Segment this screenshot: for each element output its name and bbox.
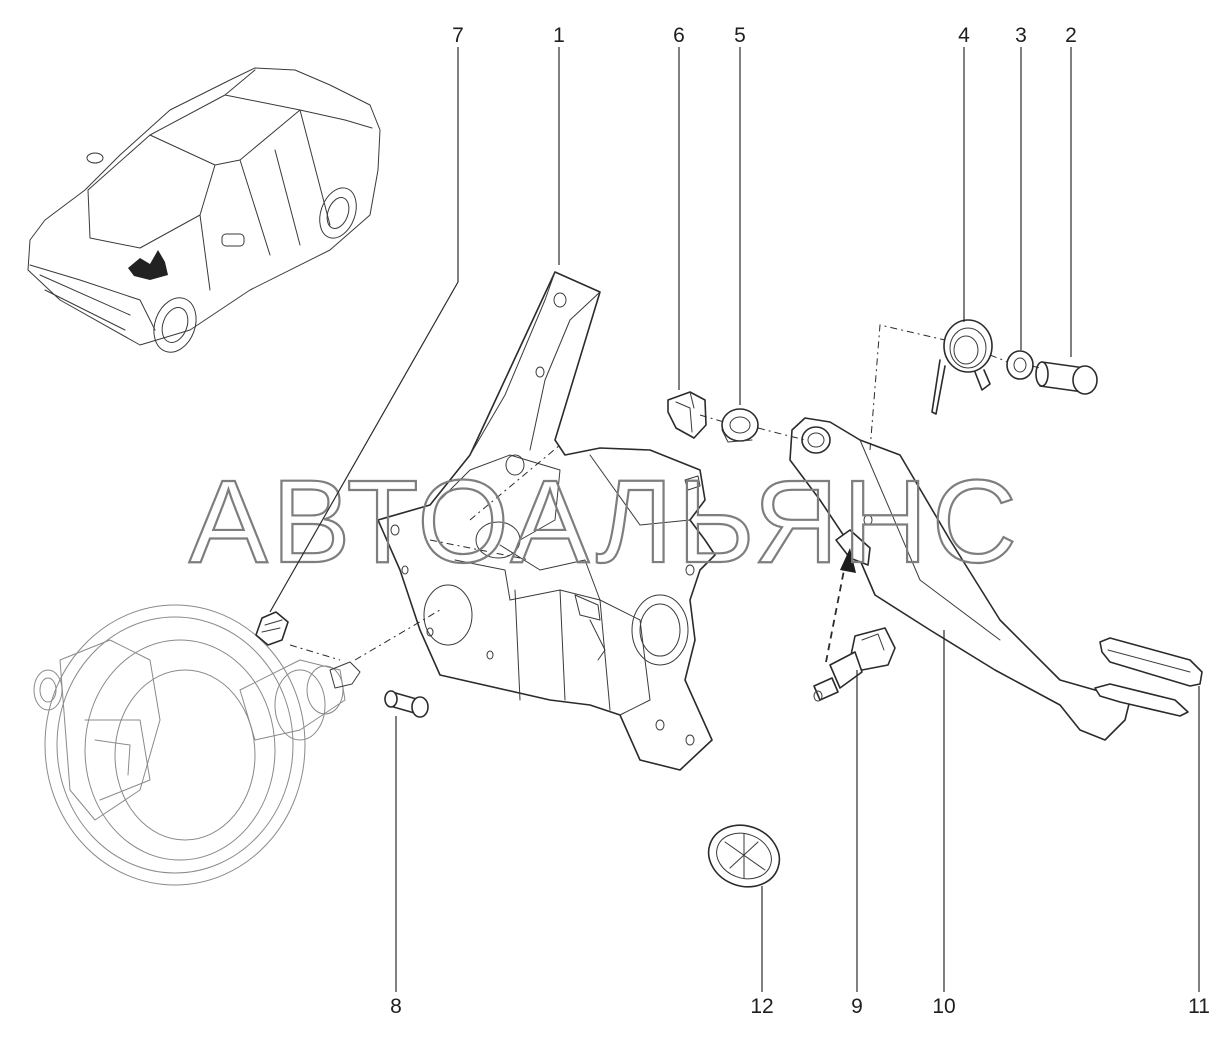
callout-10: 10	[932, 995, 955, 1018]
part-12-plug	[707, 824, 781, 888]
part-10-pedal-lever	[789, 417, 1131, 741]
assembly-lines	[289, 324, 1041, 663]
callout-8: 8	[390, 995, 402, 1018]
callout-1: 1	[553, 24, 565, 47]
part-4-return-spring	[931, 319, 993, 415]
callout-9: 9	[851, 995, 863, 1018]
part-7-clip	[255, 611, 289, 646]
part-1-pedal-bracket	[377, 271, 716, 771]
vehicle-locator-illustration	[27, 67, 381, 353]
part-11-pedal-pad	[1094, 637, 1203, 717]
assembly-arrow-head	[840, 548, 856, 573]
part-3-washer	[1006, 350, 1034, 380]
part-6-bushing	[667, 391, 707, 439]
part-2-axle	[1035, 361, 1098, 395]
part-5-sleeve	[721, 408, 759, 443]
watermark-text: АВТОАЛЬЯНС	[189, 456, 1021, 588]
callout-12: 12	[750, 995, 773, 1018]
brake-booster-illustration	[33, 604, 361, 886]
callout-5: 5	[734, 24, 746, 47]
callout-11: 11	[1188, 995, 1210, 1018]
callout-4: 4	[958, 24, 970, 47]
callout-7: 7	[452, 24, 464, 47]
callout-3: 3	[1015, 24, 1027, 47]
callout-6: 6	[673, 24, 685, 47]
callout-2: 2	[1065, 24, 1077, 47]
part-8-pin	[384, 690, 429, 718]
part-9-brake-light-switch	[813, 627, 896, 702]
callout-leaders	[269, 47, 1200, 992]
pedal-location-marker	[128, 250, 168, 280]
